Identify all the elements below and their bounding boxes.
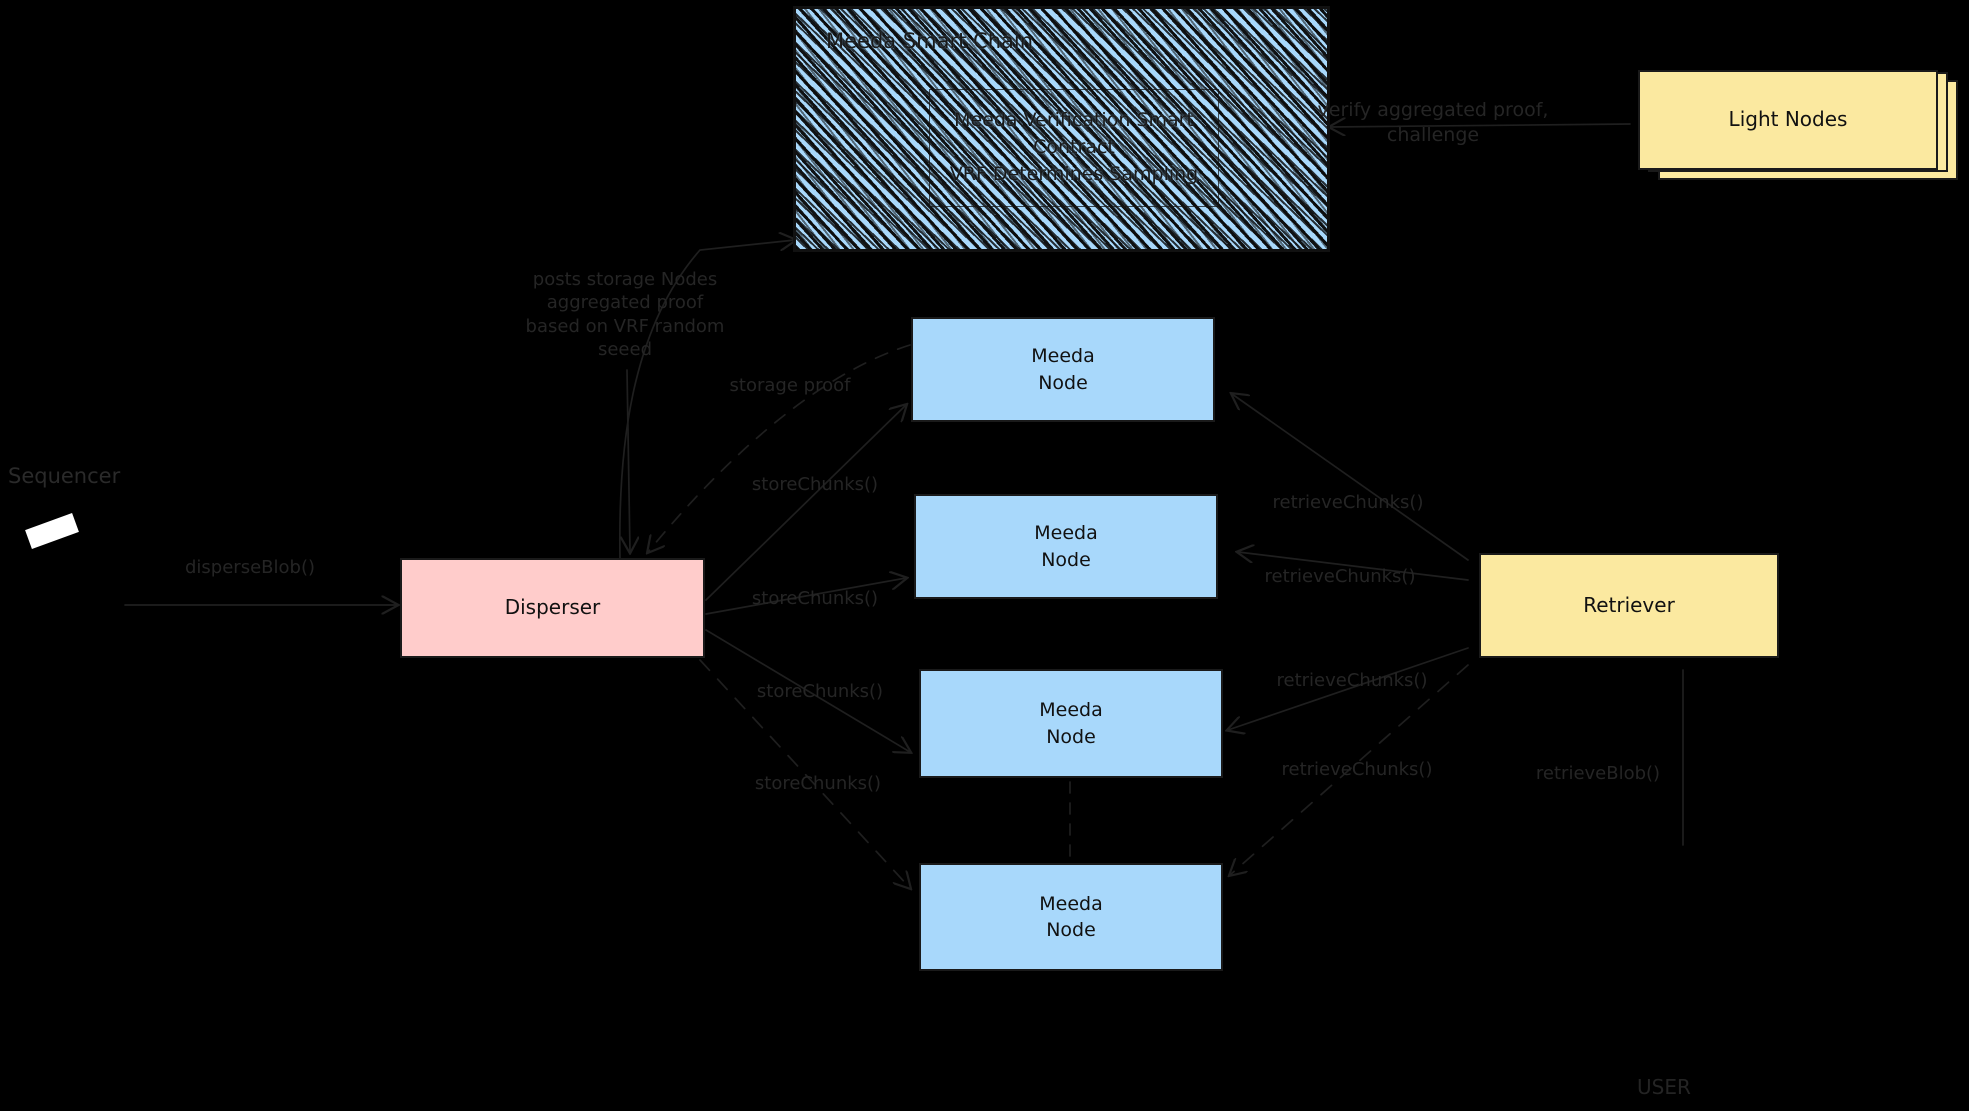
edge-store-chunks-1 <box>705 405 906 601</box>
disperser-box[interactable]: Disperser <box>400 558 705 658</box>
user-label: USER <box>1637 1075 1691 1099</box>
disperser-label: Disperser <box>504 595 601 620</box>
edge-retrieve-chunks-4 <box>1230 664 1469 875</box>
chain-hatch-pattern <box>796 9 1327 249</box>
light-nodes-box[interactable]: Light Nodes <box>1638 70 1938 170</box>
edge-store-chunks-3 <box>705 629 910 752</box>
edge-retrieve-chunks-3 <box>1228 647 1469 730</box>
edge-store-chunks-4 <box>699 659 910 888</box>
light-nodes-label: Light Nodes <box>1728 107 1848 132</box>
chain-contract-title-line2: Contract <box>1033 136 1115 158</box>
chain-contract-title-line1: Meeda Verification Smart <box>954 109 1194 131</box>
chain-inner-contract-box <box>929 89 1219 207</box>
sequencer-label: Sequencer <box>8 464 121 488</box>
edge-retrieve-chunks-2 <box>1238 552 1469 581</box>
chain-contract-vrf-line: VRF Determines Sampling <box>949 163 1199 185</box>
edge-retrieve-chunks-1 <box>1232 394 1469 561</box>
edge-storage-proof-dashed <box>648 344 911 552</box>
meeda-smart-chain-container: Meeda Smart Chain Meeda Verification Sma… <box>793 6 1330 252</box>
chain-title: Meeda Smart Chain <box>826 29 1034 53</box>
edge-store-chunks-2 <box>705 578 906 615</box>
edge-disperser-chain-solid <box>618 240 795 561</box>
retriever-box[interactable]: Retriever <box>1479 553 1779 658</box>
edge-lightnodes-chain <box>1330 124 1631 127</box>
retriever-label: Retriever <box>1583 592 1675 617</box>
edge-chain-disperser-stub <box>627 369 630 552</box>
